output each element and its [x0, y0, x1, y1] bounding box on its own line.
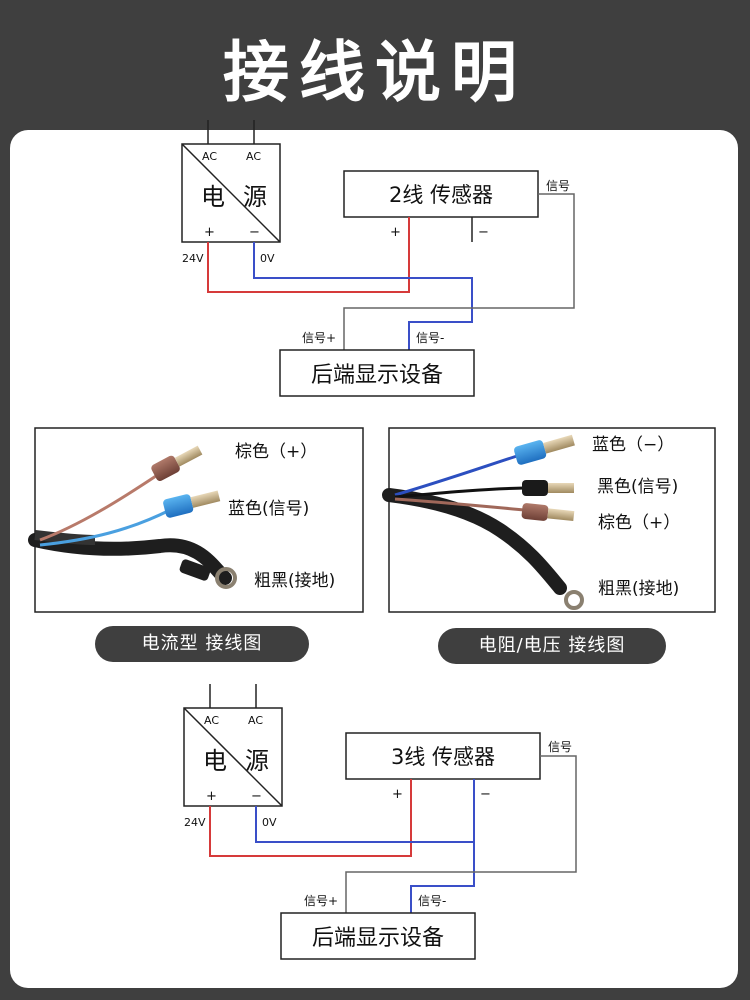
- blue-wire-right: [394, 453, 521, 497]
- label-blue-right: 蓝色（−）: [592, 435, 674, 455]
- display-signal-plus: 信号+: [302, 331, 336, 345]
- display-label: 后端显示设备: [312, 926, 444, 951]
- psu-ac-label: AC: [202, 150, 217, 163]
- ring-terminal: [215, 567, 237, 589]
- signal-wire-bottom: [345, 755, 577, 913]
- red-wire-bottom: [209, 779, 412, 857]
- black-terminal-right: [522, 480, 574, 496]
- caption-current-type: 电流型 接线图: [95, 626, 309, 662]
- display-label: 后端显示设备: [311, 363, 443, 388]
- label-brown-right: 棕色（+）: [598, 513, 680, 533]
- sensor-box-bottom: 3线 传感器 + − 信号: [345, 732, 572, 802]
- psu-plus: +: [206, 789, 217, 804]
- label-brown: 棕色（+）: [235, 442, 317, 462]
- psu-char: 电: [201, 183, 225, 211]
- display-device-box: 后端显示设备 信号+ 信号-: [279, 331, 475, 397]
- blue-wire-bottom-branch: [410, 842, 475, 913]
- sensor-box: 2线 传感器 + − 信号: [343, 170, 570, 242]
- psu-0v-label: 0V: [260, 252, 275, 265]
- blue-wire: [253, 242, 473, 350]
- red-wire: [207, 217, 410, 293]
- sensor-plus: +: [390, 225, 401, 240]
- black-ground-cable: [28, 533, 232, 585]
- power-supply-box-bottom: AC AC 电 源 + − 24V 0V: [183, 684, 283, 829]
- top-wiring-diagram: AC AC 电 源 + − 24V 0V 2线 传感器 + − 信号 后端显示设…: [181, 120, 575, 397]
- blue-wire-bottom: [255, 779, 475, 843]
- psu-24v-label: 24V: [184, 816, 206, 829]
- blue-wire-photo: [39, 508, 171, 547]
- brown-wire: [39, 470, 163, 542]
- psu-24v-label: 24V: [182, 252, 204, 265]
- display-device-box-bottom: 后端显示设备 信号+ 信号-: [280, 894, 476, 960]
- sensor-minus: −: [478, 225, 489, 240]
- blue-terminal-right: [514, 434, 575, 465]
- label-ground-right: 粗黑(接地): [598, 579, 679, 599]
- psu-ac-label: AC: [246, 150, 261, 163]
- black-wire-right: [394, 486, 526, 499]
- blue-terminal: [163, 490, 221, 518]
- display-signal-minus: 信号-: [416, 331, 444, 345]
- label-ground: 粗黑(接地): [254, 571, 335, 591]
- psu-plus: +: [204, 225, 215, 240]
- ring-terminal-right: [564, 590, 584, 610]
- psu-char: 源: [243, 183, 267, 211]
- display-signal-minus: 信号-: [418, 894, 446, 908]
- brown-terminal: [151, 445, 203, 481]
- bottom-wiring-diagram: AC AC 电 源 + − 24V 0V 3线 传感器 + − 信号 后端显示设…: [183, 684, 577, 960]
- psu-0v-label: 0V: [262, 816, 277, 829]
- psu-char: 电: [203, 747, 227, 775]
- brown-terminal-right: [521, 503, 575, 522]
- sensor-plus: +: [392, 787, 403, 802]
- resistance-voltage-photo: 蓝色（−） 黑色(信号) 棕色（+） 粗黑(接地): [382, 427, 716, 613]
- brown-wire-right: [394, 497, 526, 512]
- sensor-label: 3线 传感器: [391, 745, 495, 769]
- current-type-photo: 棕色（+） 蓝色(信号) 粗黑(接地): [28, 427, 364, 613]
- sensor-signal-label: 信号: [548, 740, 572, 754]
- caption-resistance-voltage: 电阻/电压 接线图: [438, 628, 666, 664]
- sensor-label: 2线 传感器: [389, 183, 493, 207]
- psu-ac-label: AC: [248, 714, 263, 727]
- page-title: 接线说明: [223, 34, 527, 111]
- power-supply-box: AC AC 电 源 + − 24V 0V: [181, 120, 281, 265]
- label-blue: 蓝色(信号): [228, 499, 309, 519]
- psu-ac-label: AC: [204, 714, 219, 727]
- sensor-minus: −: [480, 787, 491, 802]
- signal-wire: [343, 193, 575, 350]
- psu-minus: −: [251, 789, 262, 804]
- psu-minus: −: [249, 225, 260, 240]
- label-black-right: 黑色(信号): [597, 477, 678, 497]
- psu-char: 源: [245, 747, 269, 775]
- sensor-signal-label: 信号: [546, 179, 570, 193]
- display-signal-plus: 信号+: [304, 894, 338, 908]
